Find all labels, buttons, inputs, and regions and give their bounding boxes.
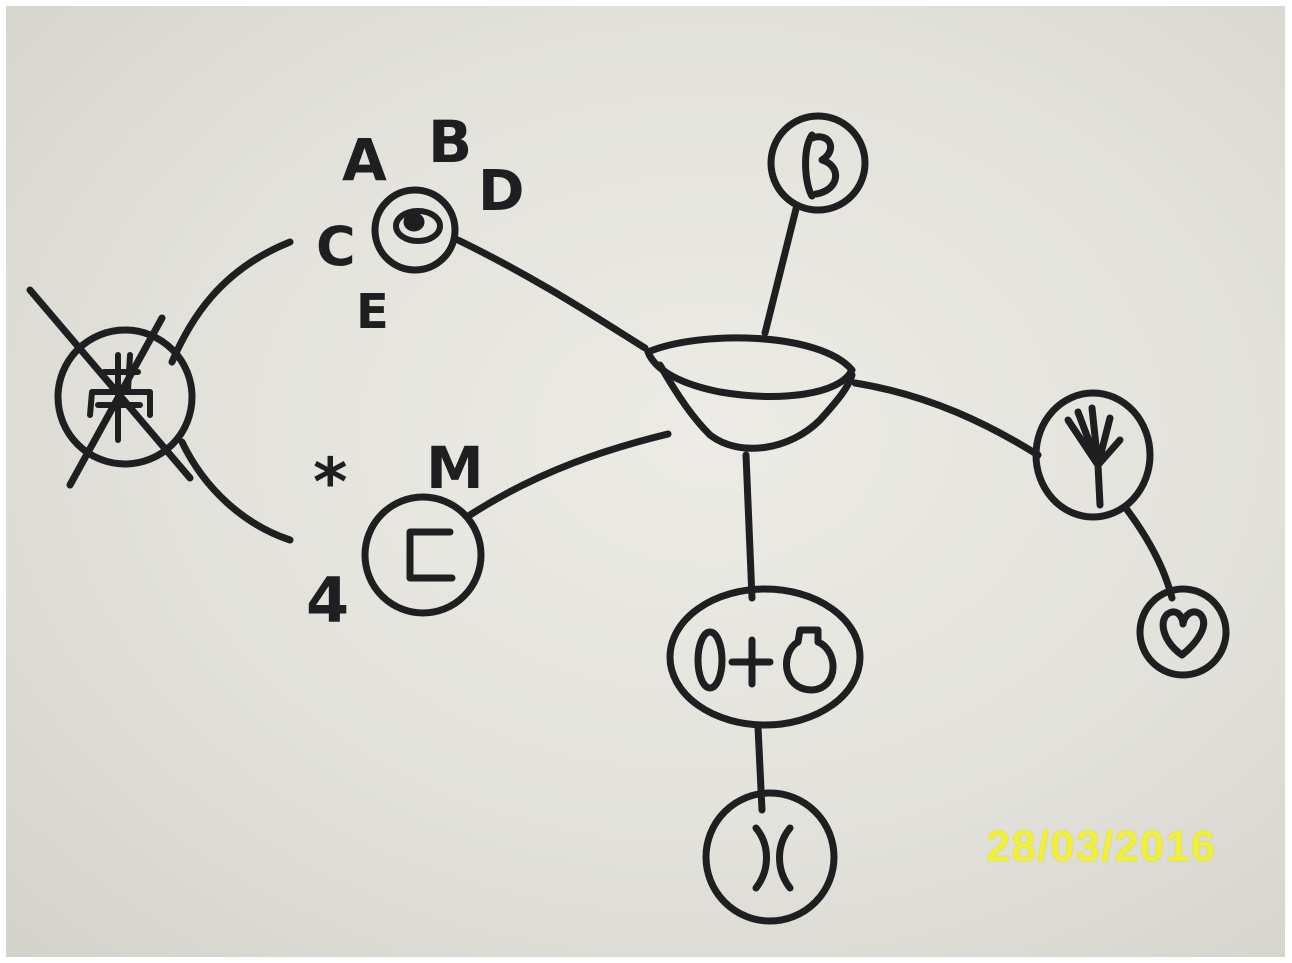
paper-sheet bbox=[6, 6, 1285, 957]
crossed-out-circle bbox=[26, 286, 196, 489]
label-star: * bbox=[313, 444, 348, 521]
line-funnel-to-top-circle bbox=[761, 201, 801, 337]
line-bottom-left-to-funnel bbox=[466, 430, 672, 519]
label-e: E bbox=[356, 284, 389, 340]
line-top-left-to-funnel bbox=[454, 236, 649, 352]
eye-circle bbox=[371, 186, 459, 274]
label-a: A bbox=[342, 126, 387, 194]
top-b-circle bbox=[767, 112, 869, 214]
arc-lower-left bbox=[178, 438, 294, 544]
line-funnel-to-sum-circle bbox=[742, 451, 756, 602]
line-right-to-heart-circle bbox=[1121, 503, 1176, 602]
c-circle bbox=[361, 493, 485, 617]
label-d: D bbox=[478, 159, 524, 224]
sum-circle bbox=[666, 585, 864, 729]
label-four: 4 bbox=[306, 564, 349, 637]
bottom-x-circle bbox=[702, 789, 838, 925]
label-c: C bbox=[316, 215, 356, 278]
funnel-shape bbox=[644, 334, 856, 452]
hand-circle bbox=[1032, 389, 1154, 521]
line-funnel-to-right-circle bbox=[851, 379, 1042, 459]
heart-circle bbox=[1136, 585, 1230, 679]
date-stamp: 28/03/2016 bbox=[986, 822, 1217, 871]
label-b: B bbox=[428, 108, 472, 176]
arc-upper-left bbox=[168, 238, 294, 366]
label-m: M bbox=[426, 434, 484, 502]
